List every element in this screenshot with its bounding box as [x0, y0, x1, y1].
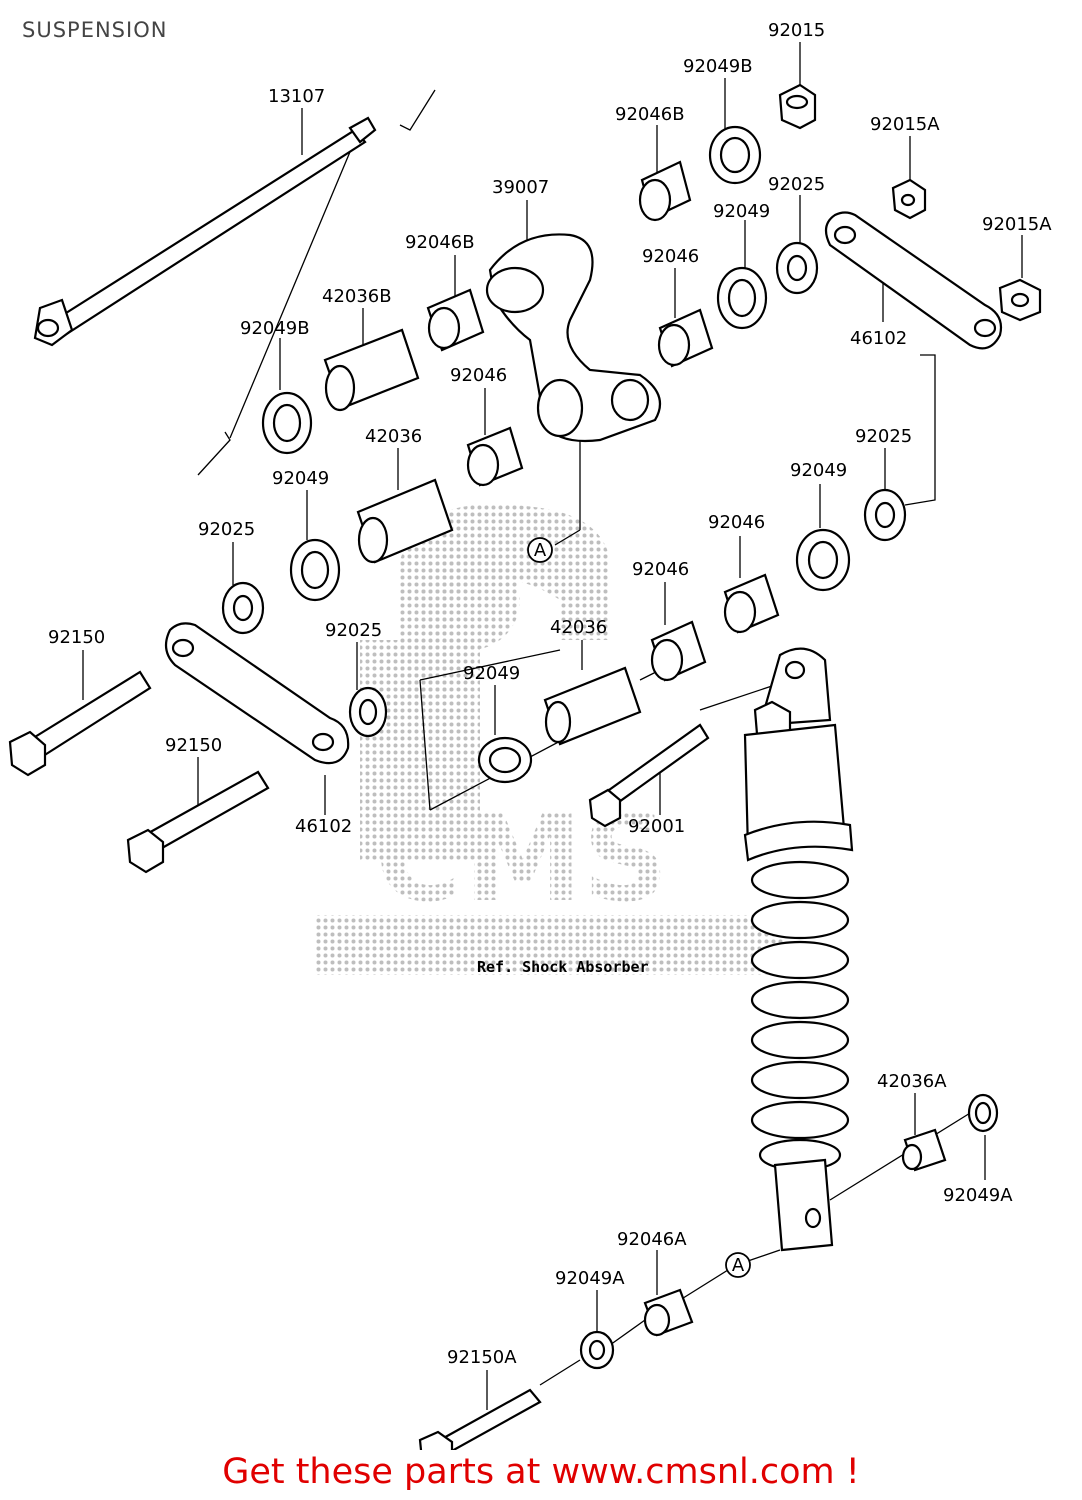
- callout-label: 92015A: [982, 214, 1052, 235]
- marker-a-lower-text: A: [732, 1255, 745, 1276]
- callout-label: 92025: [855, 426, 912, 447]
- marker-a-upper: A: [527, 537, 553, 563]
- marker-a-upper-text: A: [534, 540, 547, 561]
- callout-label: 46102: [850, 328, 907, 349]
- callout-label: 92049: [713, 201, 770, 222]
- callout-label: 42036: [365, 426, 422, 447]
- leader-lines: [82, 42, 1023, 1410]
- callout-label: 92046: [708, 512, 765, 533]
- callout-label: 92025: [768, 174, 825, 195]
- callout-label: 92049A: [555, 1268, 625, 1289]
- get-parts-link[interactable]: Get these parts at www.cmsnl.com !: [222, 1452, 860, 1492]
- callout-label: 13107: [268, 86, 325, 107]
- reference-note: Ref. Shock Absorber: [477, 958, 649, 976]
- callout-label: 92046A: [617, 1229, 687, 1250]
- callout-label: 39007: [492, 177, 549, 198]
- callout-label: 92046: [632, 559, 689, 580]
- callout-label: 46102: [295, 816, 352, 837]
- tie-rod-lower-46102: [164, 622, 350, 765]
- callout-label: 92046B: [615, 104, 685, 125]
- cms-watermark: CMS: [315, 504, 785, 975]
- callout-label: 92049: [272, 468, 329, 489]
- shock-absorber: [743, 647, 854, 1252]
- callout-label: 92150: [165, 735, 222, 756]
- bolts-92150: [8, 670, 710, 1450]
- callout-label: 92049B: [240, 318, 310, 339]
- callout-label: 92001: [628, 816, 685, 837]
- callout-label: 92049A: [943, 1185, 1013, 1206]
- pivot-bolt-13107: [33, 116, 377, 347]
- exploded-parts-diagram: CMS: [8, 20, 1052, 1450]
- callout-label: 42036A: [877, 1071, 947, 1092]
- marker-a-lower: A: [725, 1252, 751, 1278]
- callout-label: 92046B: [405, 232, 475, 253]
- callout-label: 92150A: [447, 1347, 517, 1368]
- callout-label: 92046: [642, 246, 699, 267]
- callout-label: 92015A: [870, 114, 940, 135]
- callout-label: 92049: [790, 460, 847, 481]
- watermark-brand: CMS: [375, 790, 669, 929]
- callout-label: 92015: [768, 20, 825, 41]
- callout-label: 42036: [550, 617, 607, 638]
- connector-lines: [197, 89, 976, 1386]
- callout-label: 92025: [198, 519, 255, 540]
- callout-label: 92025: [325, 620, 382, 641]
- callout-label: 42036B: [322, 286, 392, 307]
- callout-labels: 13107 92015 92049B 92046B 92015A 39007 9…: [48, 20, 1052, 1368]
- callout-label: 92046: [450, 365, 507, 386]
- callout-label: 92049B: [683, 56, 753, 77]
- rocker-arm-39007: [485, 233, 662, 443]
- small-components: [221, 83, 1042, 1370]
- page-title: SUSPENSION: [22, 18, 168, 42]
- tie-rod-upper-46102: [824, 211, 1003, 350]
- callout-label: 92150: [48, 627, 105, 648]
- callout-label: 92049: [463, 663, 520, 684]
